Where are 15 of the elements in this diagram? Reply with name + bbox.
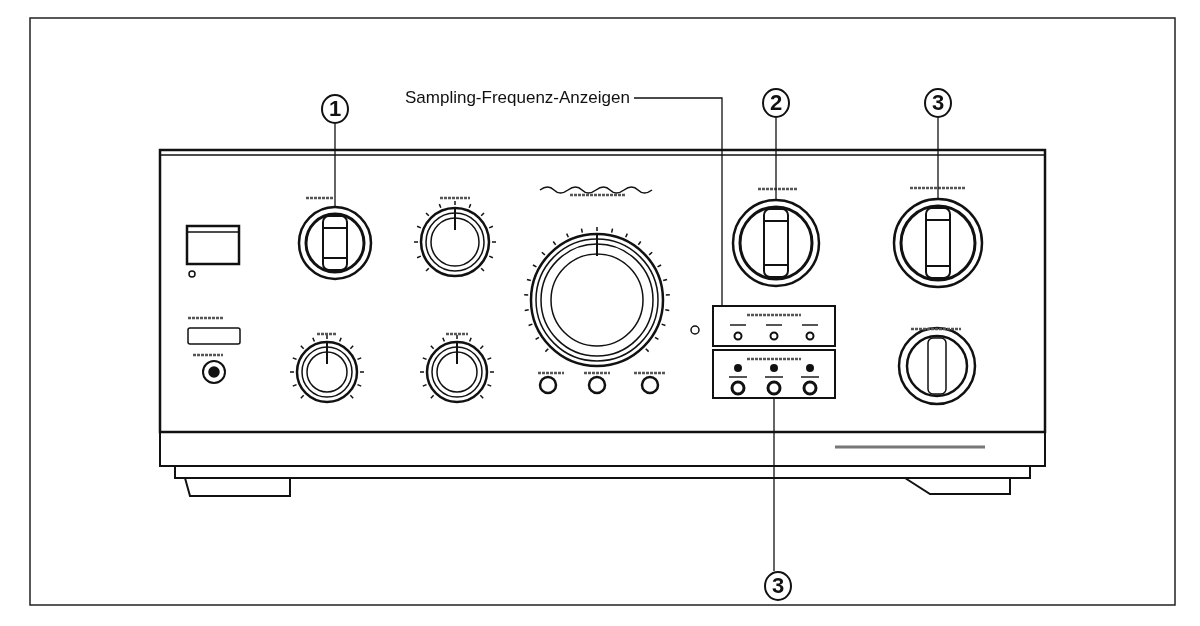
leader-line: [775, 117, 777, 200]
callout-label: Sampling-Frequenz-Anzeigen: [405, 88, 630, 108]
input-selector-knob: [893, 198, 983, 288]
sampling-frequency-panel: [712, 305, 836, 347]
callout-number: 2: [762, 88, 790, 118]
callout-number: 1: [321, 94, 349, 124]
leader-line: [633, 97, 723, 306]
speaker-selector-knob: [298, 206, 372, 280]
source-direct-knob: [732, 199, 820, 287]
digital-selector-panel: [712, 349, 836, 399]
leader-line: [937, 117, 939, 199]
callout-number: 3: [924, 88, 952, 118]
callout-number: 3: [764, 571, 792, 601]
leader-line: [773, 398, 775, 572]
leader-line: [334, 123, 336, 207]
